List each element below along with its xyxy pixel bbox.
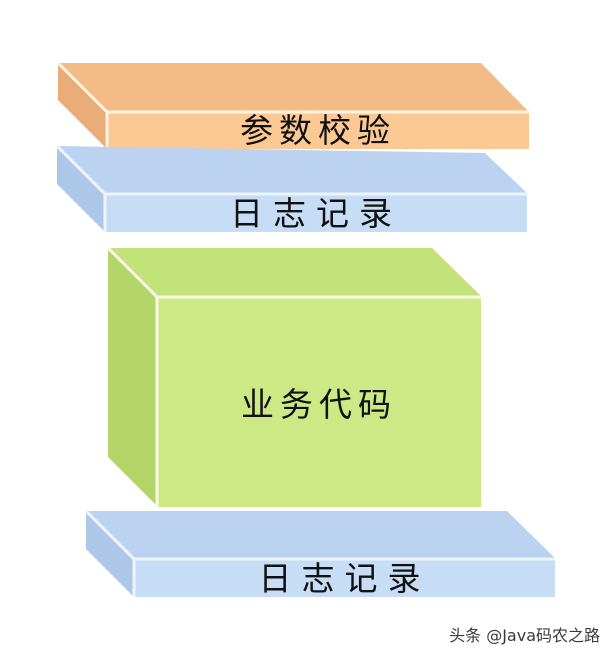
logging-bottom-slab	[84, 509, 555, 597]
watermark: 头条 @Java码农之路	[449, 626, 600, 645]
cube-side-face	[108, 248, 157, 506]
slab-side-face	[57, 146, 105, 232]
slab-front-face	[105, 194, 527, 232]
slab-front-face	[134, 559, 555, 597]
slab-top-face	[86, 511, 555, 559]
slab-top-face	[57, 146, 527, 194]
slab-side-face	[86, 511, 134, 597]
cube-front-face	[157, 297, 481, 507]
business-code-cube	[106, 246, 481, 507]
logging-top-slab	[55, 144, 527, 232]
param-validation-label: 参数校验	[240, 111, 396, 150]
slab-side-face	[58, 63, 107, 149]
business-code-label: 业务代码	[241, 385, 397, 424]
param-validation-slab	[56, 61, 529, 149]
cube-top-face	[108, 248, 481, 297]
logging-bottom-label: 日志记录	[258, 559, 431, 598]
slab-top-face	[58, 63, 529, 112]
logging-top-label: 日志记录	[230, 194, 402, 233]
slab-front-face	[107, 112, 529, 149]
